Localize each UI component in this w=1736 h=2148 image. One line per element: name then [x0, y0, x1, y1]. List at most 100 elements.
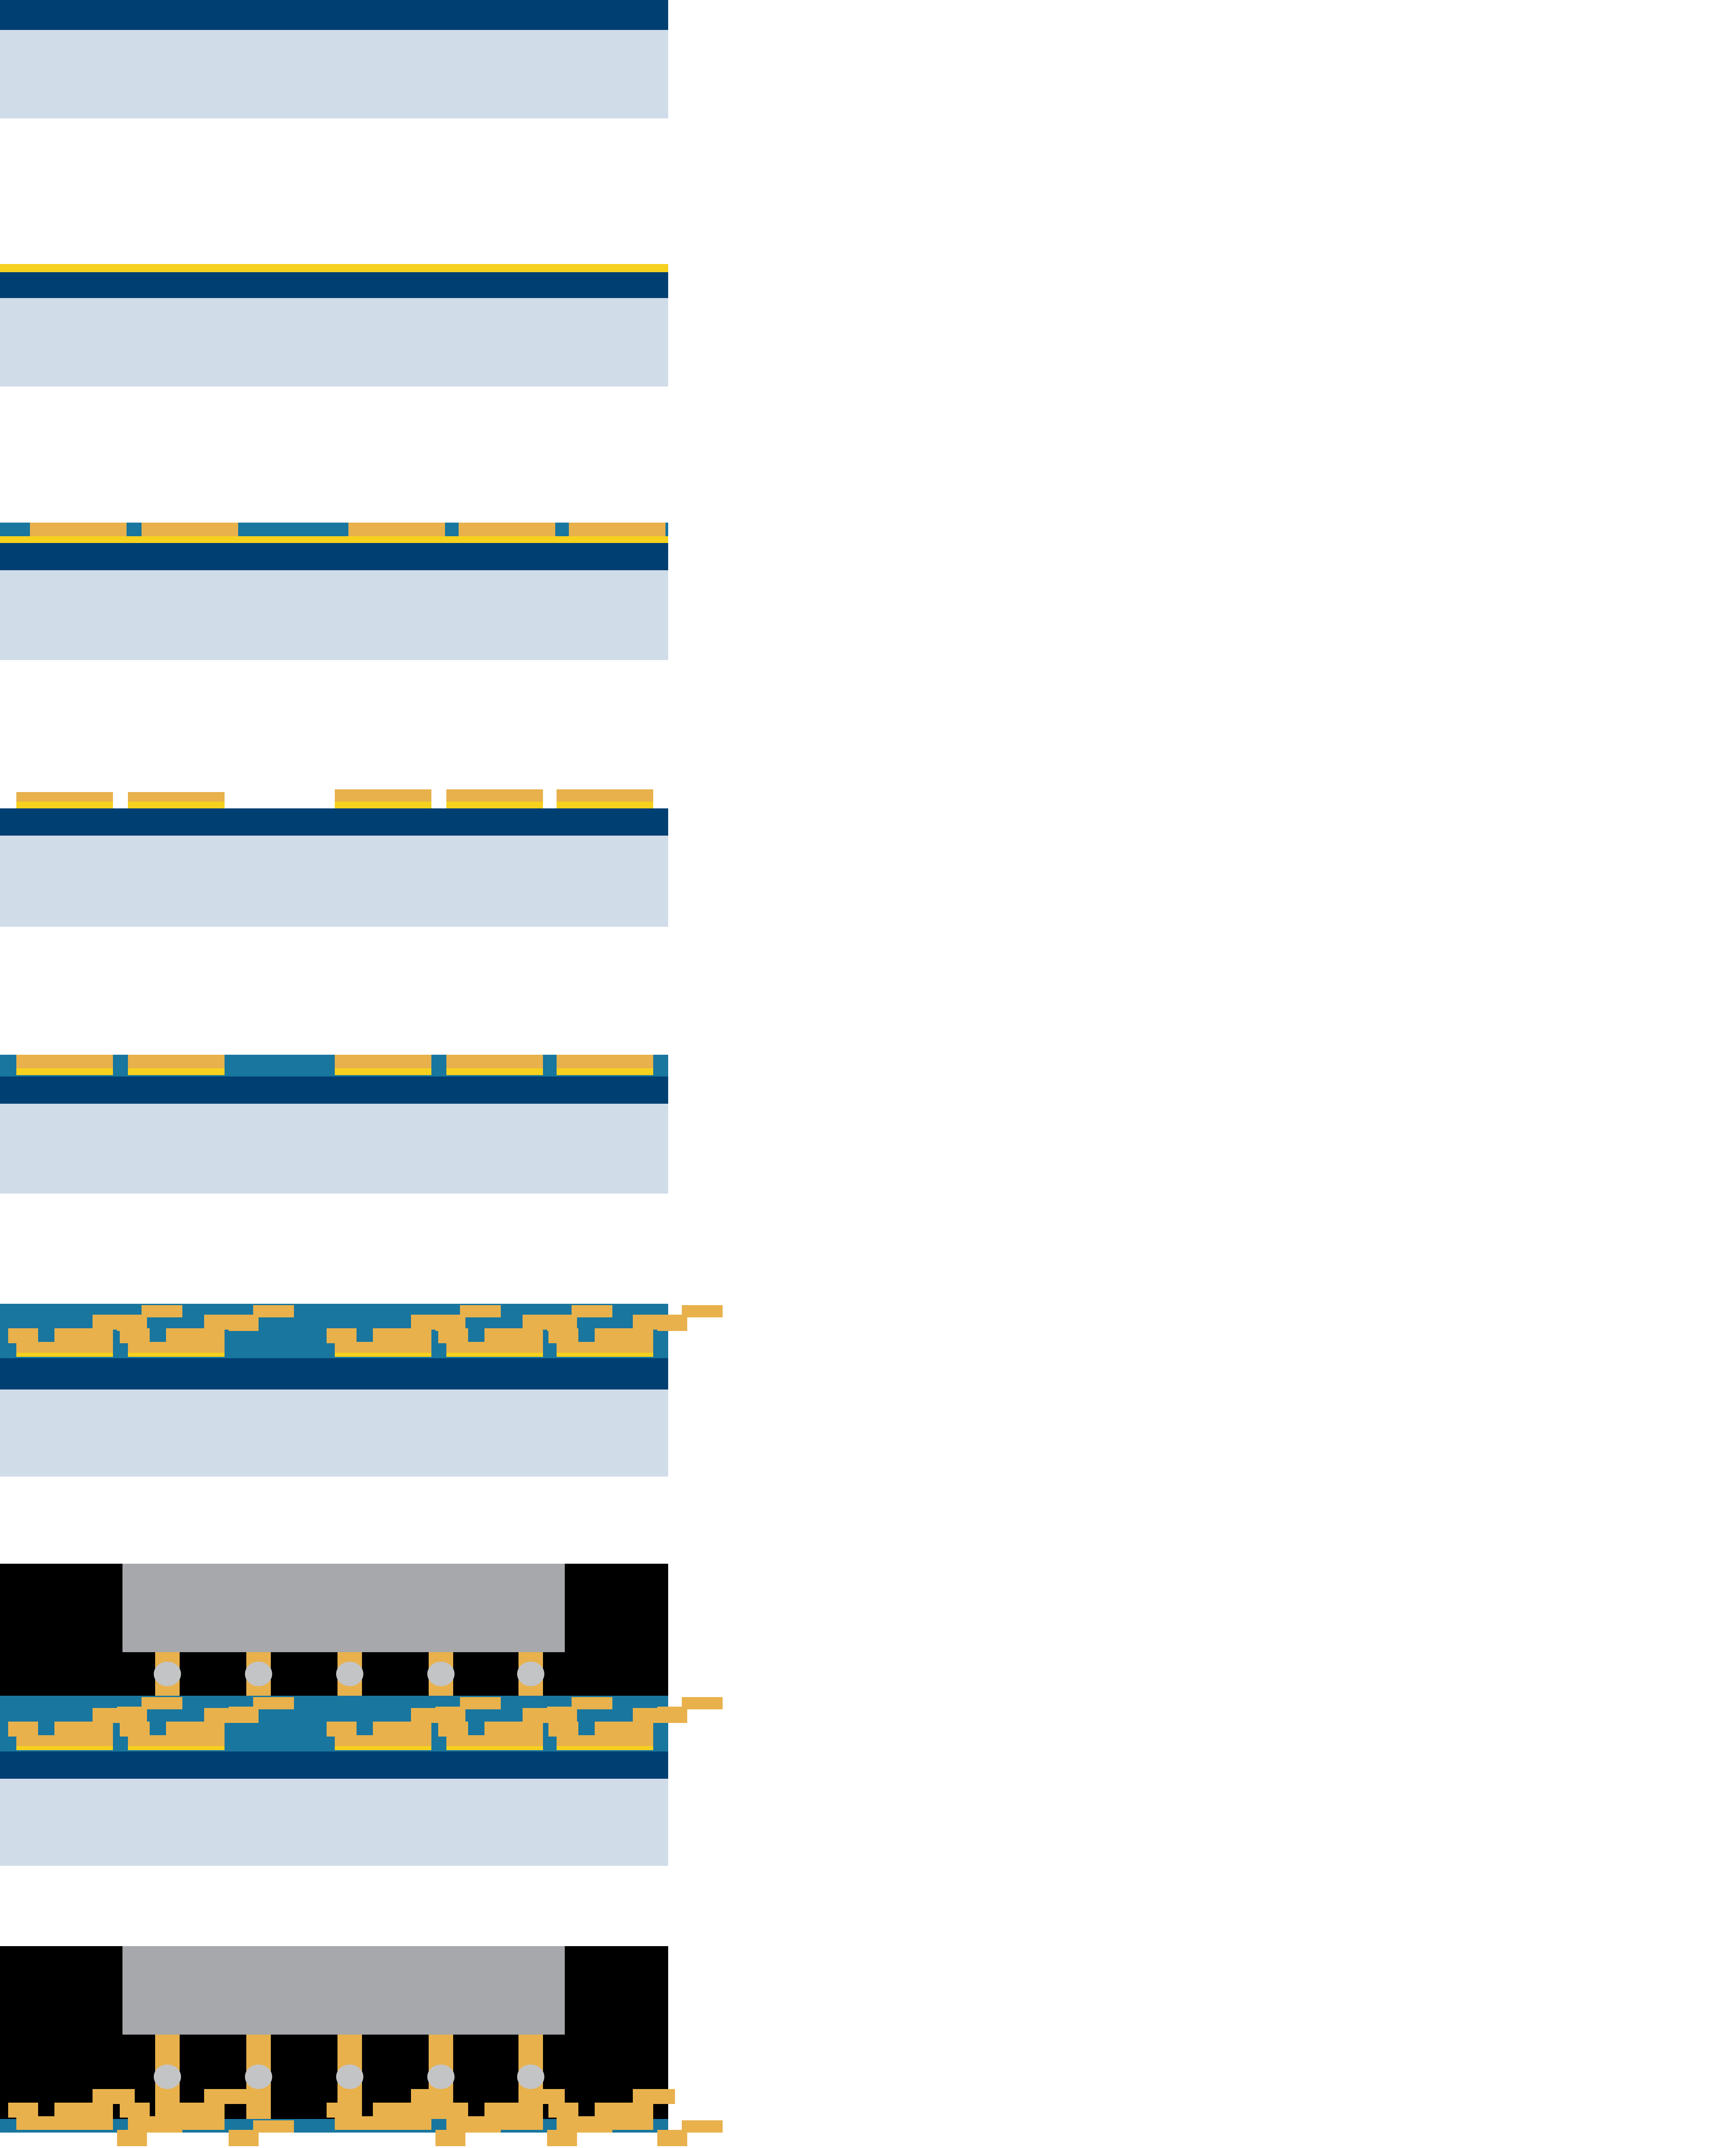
- rdl-via: [547, 1707, 577, 1723]
- rdl-step: [8, 2103, 38, 2118]
- seed-under-pad: [446, 1746, 543, 1750]
- rdl-step: [327, 1722, 357, 1737]
- copper-pillar-bump: [154, 1652, 181, 1696]
- rdl-step: [572, 1697, 612, 1709]
- rdl-step: [373, 1722, 431, 1737]
- rdl-step: [682, 1697, 723, 1709]
- copper-pad: [128, 1055, 225, 1068]
- rdl-pad: [335, 2116, 431, 2130]
- rdl-via: [229, 1707, 259, 1723]
- carrier: [0, 298, 668, 387]
- release-layer: [0, 272, 668, 298]
- rdl-step: [548, 1722, 578, 1737]
- rdl-step: [548, 1328, 578, 1343]
- solder-joint: [517, 1662, 544, 1686]
- rdl-step: [484, 1722, 543, 1737]
- release-layer: [0, 543, 668, 570]
- die: [122, 1564, 565, 1652]
- panel-8: [0, 1946, 723, 2146]
- die: [122, 1946, 565, 2035]
- cross-section-panels: [0, 0, 723, 2146]
- seed-layer: [0, 536, 668, 543]
- rdl-step: [633, 2089, 675, 2104]
- rdl-step: [93, 2089, 135, 2104]
- copper-pad: [335, 789, 431, 802]
- copper-pad: [348, 523, 445, 536]
- carrier: [0, 1104, 668, 1194]
- rdl-trace: [327, 2089, 501, 2146]
- rdl-step: [460, 1697, 501, 1709]
- rdl-step: [484, 2103, 543, 2118]
- seed-layer: [335, 1068, 431, 1075]
- rdl-step: [595, 1722, 653, 1737]
- solder-joint: [336, 1662, 363, 1686]
- rdl-via: [657, 2130, 687, 2146]
- copper-pad: [446, 1055, 543, 1068]
- rdl-step: [682, 1305, 723, 1317]
- copper-pillar-bump: [245, 2035, 272, 2119]
- rdl-step: [682, 2120, 723, 2133]
- copper-pillar-bump: [427, 1652, 455, 1696]
- release-layer: [0, 1752, 668, 1779]
- rdl-step: [253, 1305, 294, 1317]
- copper-pad: [569, 523, 665, 536]
- copper-pad: [142, 523, 238, 536]
- seed-layer: [16, 1068, 113, 1075]
- seed-under-pad: [16, 1746, 113, 1750]
- seed-layer: [446, 1068, 543, 1075]
- rdl-via: [229, 1315, 259, 1331]
- rdl-step: [8, 1328, 38, 1343]
- rdl-step: [54, 1722, 113, 1737]
- release-layer: [0, 1358, 668, 1390]
- carrier: [0, 836, 668, 927]
- rdl-step: [204, 2089, 246, 2104]
- seed-under-pad: [335, 1746, 431, 1750]
- rdl-trace: [548, 1305, 723, 1357]
- copper-pad: [557, 1055, 653, 1068]
- rdl-step: [572, 1305, 612, 1317]
- solder-joint: [517, 2065, 544, 2089]
- panel-6: [0, 1304, 723, 1477]
- seed-under-pad: [335, 1353, 431, 1357]
- rdl-step: [166, 2103, 225, 2118]
- seed-layer: [557, 1068, 653, 1075]
- rdl-step: [120, 2103, 150, 2118]
- rdl-step: [120, 1722, 150, 1737]
- rdl-step: [54, 2103, 113, 2118]
- rdl-pad: [557, 2116, 653, 2130]
- rdl-step: [8, 1722, 38, 1737]
- rdl-step: [327, 2103, 357, 2118]
- carrier: [0, 570, 668, 660]
- rdl-trace: [548, 2089, 723, 2146]
- copper-pad: [459, 523, 555, 536]
- copper-pad: [446, 789, 543, 802]
- rdl-step: [548, 2103, 578, 2118]
- rdl-step: [166, 1328, 225, 1343]
- solder-joint: [427, 1662, 455, 1686]
- release-layer: [0, 1076, 668, 1104]
- rdl-step: [54, 1328, 113, 1343]
- rdl-trace: [548, 1697, 723, 1750]
- rdl-step: [460, 1305, 501, 1317]
- rdl-via: [435, 1707, 465, 1723]
- solder-joint: [245, 1662, 272, 1686]
- rdl-trace: [438, 1305, 612, 1357]
- copper-pad: [557, 789, 653, 802]
- rdl-trace: [8, 1697, 182, 1750]
- carrier: [0, 30, 668, 118]
- rdl-trace: [327, 1697, 501, 1750]
- rdl-step: [373, 2103, 431, 2118]
- release-layer: [0, 0, 668, 30]
- seed-layer: [0, 264, 668, 272]
- rdl-step: [142, 1697, 182, 1709]
- seed-under-pad: [557, 1746, 653, 1750]
- panel-2: [0, 264, 668, 387]
- rdl-via: [229, 2130, 259, 2146]
- rdl-step: [523, 2089, 565, 2104]
- seed-under-pad: [128, 1746, 225, 1750]
- rdl-step: [595, 1328, 653, 1343]
- solder-joint: [154, 1662, 181, 1686]
- rdl-trace: [8, 1305, 182, 1357]
- rdl-step: [595, 2103, 653, 2118]
- copper-pillar-bump: [245, 1652, 272, 1696]
